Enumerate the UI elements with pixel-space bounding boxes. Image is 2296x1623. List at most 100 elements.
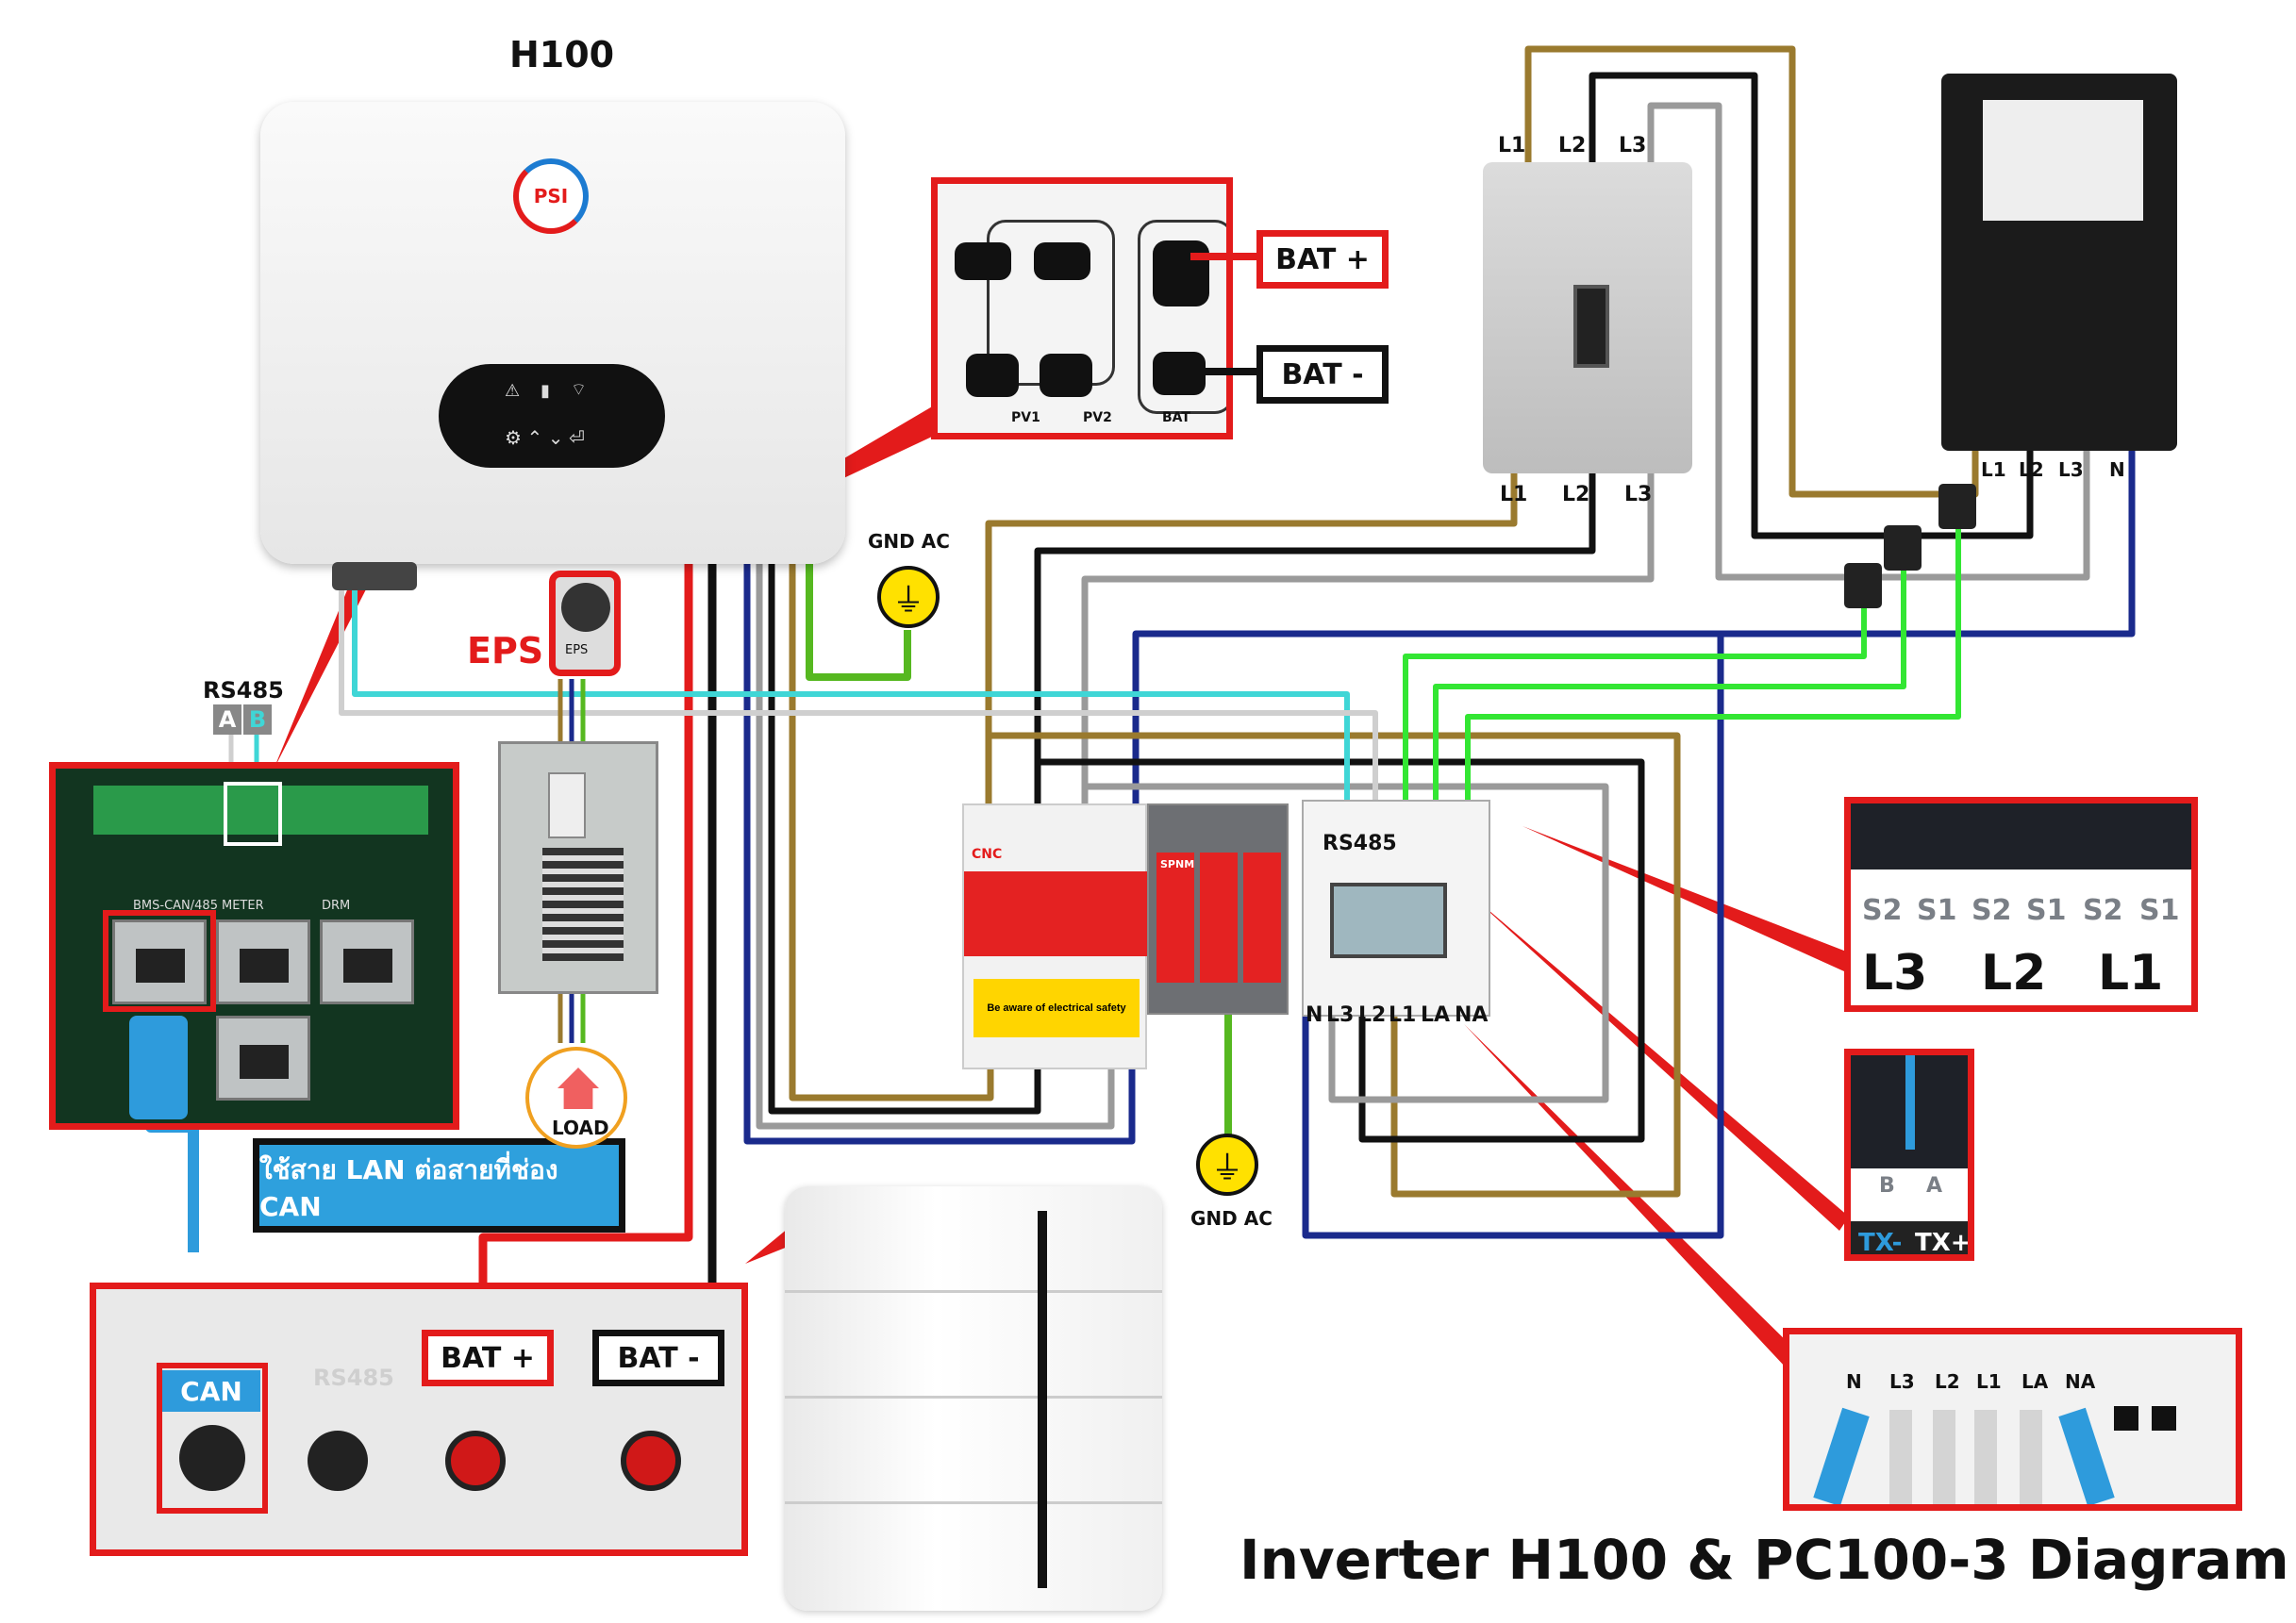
breaker-handle[interactable]	[1573, 285, 1609, 368]
ct-clamp-l1	[1938, 484, 1976, 529]
bms-board-zoom: BMS-CAN/485 METER DRM	[49, 762, 459, 1130]
ct-mark-s1-l1: S1	[2139, 894, 2180, 927]
load-label: LOAD	[552, 1117, 609, 1139]
inverter-bottom-glands	[332, 562, 417, 590]
tx-wire-blue	[1905, 1055, 1915, 1150]
ground-icon-top: ⏚	[877, 566, 940, 628]
term-l2: L2	[1935, 1370, 1960, 1393]
kwh-terminal-l2: L2	[2019, 458, 2044, 481]
pv2-label: PV2	[1083, 410, 1112, 425]
sm-bottom-la: LA	[1421, 1003, 1451, 1027]
inverter-ports-zoom: PV1 PV2 BAT	[931, 177, 1233, 439]
inverter-display-panel: ⚠ ▮ ⌔ ⚙ ⌃ ⌄ ⏎	[439, 364, 665, 468]
rs485-label: RS485	[203, 677, 284, 704]
term-l3: L3	[1889, 1370, 1915, 1393]
ct-mark-s1-l2: S1	[2026, 894, 2067, 927]
zoom-pointer-ct	[1522, 826, 1849, 971]
ac-navy-loop	[743, 564, 1136, 1145]
mcb-warning-sticker: Be aware of electrical safety	[973, 979, 1140, 1037]
rs485-port-label: RS485	[313, 1365, 394, 1391]
inverter-bat-plus-tag: BAT +	[1256, 230, 1389, 289]
battery-stack	[785, 1186, 1162, 1611]
sm-bottom-l3: L3	[1326, 1003, 1355, 1027]
ct-mark-s2-l2: S2	[1972, 894, 2012, 927]
meter-terminals-zoom: N L3 L2 L1 LA NA	[1783, 1328, 2242, 1511]
distribution-board	[498, 741, 658, 994]
warning-icon: ⚠	[505, 381, 521, 400]
load-icon: LOAD	[525, 1047, 627, 1149]
diagram-title: Inverter H100 & PC100-3 Diagram	[1240, 1528, 2289, 1592]
tx-minus-label: TX-	[1858, 1229, 1903, 1257]
eps-label: EPS	[467, 630, 544, 671]
ct-l1-wire	[1465, 521, 1961, 802]
battery-bat-plus-tag: BAT +	[422, 1330, 554, 1386]
main-breaker	[1483, 162, 1692, 473]
extra-port	[216, 1016, 310, 1101]
eps-connector-icon	[561, 583, 610, 632]
mcb-cnc: CNC Be aware of electrical safety	[962, 803, 1149, 1069]
ct-phase-l1: L1	[2098, 945, 2164, 1002]
gray-inner-loop	[1085, 783, 1609, 1103]
meter-port-label: METER	[222, 899, 264, 913]
ct-phase-l3: L3	[1862, 945, 1928, 1002]
gnd-ac-label-top: GND AC	[868, 530, 950, 553]
bat-plus-terminal	[445, 1431, 506, 1491]
wifi-icon: ⌔	[571, 380, 587, 399]
black-l2-feed	[1034, 473, 1596, 817]
tx-terminal-zoom: B A TX- TX+	[1844, 1049, 1974, 1261]
zoom-pointer-tx	[1470, 894, 1849, 1231]
rs485-a-wire	[339, 575, 1378, 802]
sm-rs485-label: RS485	[1323, 832, 1397, 855]
smart-meter-pc100-3: RS485	[1302, 800, 1490, 1017]
rs485-terminal-highlight	[224, 782, 282, 846]
inverter-bat-minus-tag: BAT -	[1256, 345, 1389, 404]
term-l1: L1	[1976, 1370, 2002, 1393]
breaker-bottom-l3: L3	[1624, 483, 1653, 506]
sm-lcd-screen	[1330, 883, 1447, 958]
can-port-highlight	[157, 1363, 268, 1514]
lan-plug	[129, 1016, 188, 1119]
bms-can-port	[112, 919, 207, 1004]
bat-minus-lead	[1190, 368, 1264, 375]
sm-bottom-l2: L2	[1358, 1003, 1387, 1027]
drm-port	[320, 919, 414, 1004]
can-port-highlight	[103, 910, 216, 1012]
gray-l3-feed	[1081, 473, 1655, 817]
breaker-top-l3: L3	[1619, 134, 1647, 157]
brown-l1-feed	[985, 473, 1518, 817]
eps-connector-text: EPS	[565, 643, 589, 657]
panel-buttons[interactable]: ⚙ ⌃ ⌄ ⏎	[505, 428, 585, 449]
ct-l3-wire	[1403, 604, 1867, 802]
navy-inner-loop	[1136, 630, 1724, 1239]
lan-note: ใช้สาย LAN ต่อสายที่ช่อง CAN	[253, 1138, 625, 1233]
term-n: N	[1846, 1370, 1862, 1393]
bat-minus-terminal	[621, 1431, 681, 1491]
mcb-brand: CNC	[972, 847, 1003, 862]
psi-logo: PSI	[513, 158, 589, 234]
black-top-loop	[1589, 72, 2034, 539]
kwh-meter	[1941, 74, 2177, 451]
house-icon	[557, 1068, 599, 1109]
gray-top-loop	[1647, 102, 2090, 581]
breaker-bottom-l1: L1	[1500, 483, 1528, 506]
drm-port-label: DRM	[322, 899, 351, 913]
ct-mark-s2-l1: S2	[2083, 894, 2123, 927]
rs485-connector	[308, 1431, 368, 1491]
spd-module: SPNM	[1147, 803, 1289, 1015]
inverter-model-label: H100	[509, 34, 615, 75]
can-port-label: CAN	[162, 1370, 260, 1412]
term-la: LA	[2021, 1370, 2049, 1393]
kwh-meter-window	[1983, 100, 2143, 221]
breaker-bottom-l2: L2	[1562, 483, 1590, 506]
ac-gray-loop	[756, 564, 1115, 1130]
terminal-block	[93, 786, 428, 835]
zoom-pointer-battery	[745, 1228, 797, 1264]
ct-clamp-l3	[1844, 563, 1882, 608]
ct-terminal-zoom: S2 S1 S2 S1 S2 S1 L3 L2 L1	[1844, 797, 2198, 1012]
meter-port	[216, 919, 310, 1004]
ct-clamps	[1844, 484, 1976, 608]
gnd-ac-label-bottom: GND AC	[1190, 1207, 1273, 1230]
brown-inner-loop	[989, 732, 1681, 1198]
spd-brand: SPNM	[1160, 858, 1195, 870]
rs485-a-tag: A	[213, 704, 241, 735]
